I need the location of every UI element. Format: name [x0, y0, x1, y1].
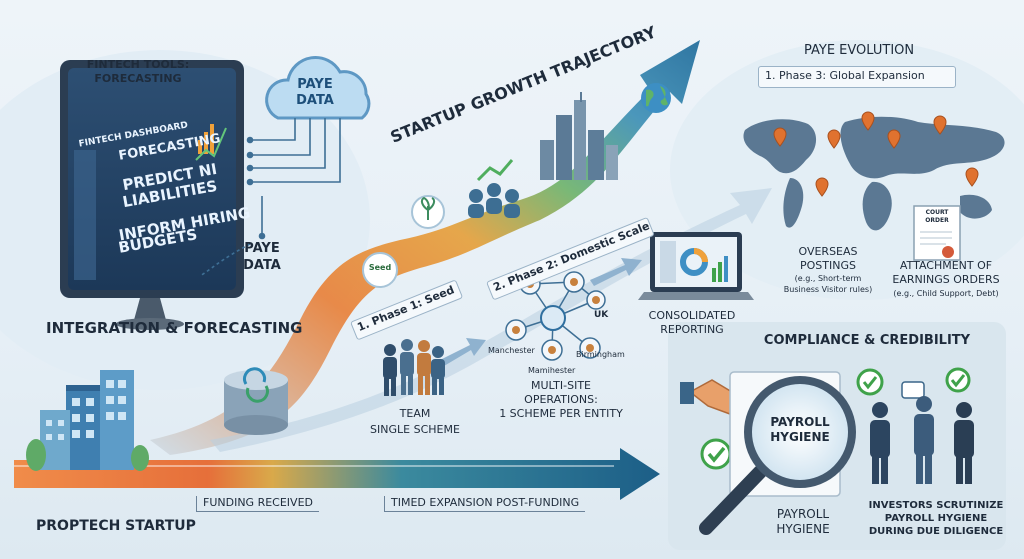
phase3-label-box: 1. Phase 3: Global Expansion	[758, 66, 956, 88]
paye-evolution-title: PAYE EVOLUTION	[804, 43, 915, 58]
multisite-line3: 1 SCHEME PER ENTITY	[499, 407, 623, 420]
fintech-tools-subtitle: FORECASTING	[94, 72, 182, 85]
paye-data-label-line2: DATA	[243, 258, 281, 273]
seed-badge-label: Seed	[368, 263, 392, 272]
phase3-label: 1. Phase 3: Global Expansion	[765, 69, 925, 82]
consolidated-line1: CONSOLIDATED	[648, 309, 736, 322]
payroll-hygiene-line2: HYGIENE	[776, 522, 830, 536]
court-order-line1: COURT	[925, 209, 949, 216]
site-manchester-label: Manchester	[488, 346, 535, 355]
city-skyline-icon	[540, 92, 618, 180]
multisite-line1: MULTI-SITE	[531, 379, 591, 392]
single-scheme-label: SINGLE SCHEME	[370, 423, 460, 436]
multisite-line2: OPERATIONS:	[524, 393, 598, 406]
reporting-laptop-icon	[638, 232, 754, 300]
world-map-icon	[743, 116, 1005, 231]
phase1-arrow	[440, 338, 486, 366]
multisite-network-diagram	[505, 271, 606, 361]
seed-badge-circle	[362, 252, 398, 288]
phase2-arrow	[590, 258, 642, 286]
timed-expansion-label: TIMED EXPANSION POST-FUNDING	[384, 496, 586, 512]
earnings-note: (e.g., Child Support, Debt)	[893, 289, 999, 298]
funding-timeline-bar	[14, 448, 660, 500]
map-location-pins	[773, 111, 979, 197]
court-order-document-icon	[913, 205, 961, 261]
court-order-line2: ORDER	[925, 217, 949, 224]
overseas-line1: OVERSEAS	[798, 245, 858, 258]
cloud-paye-label: PAYE	[297, 77, 333, 92]
investors-line1: INVESTORS SCRUTINIZE	[868, 500, 1004, 511]
proptech-building-icon	[26, 370, 149, 471]
consolidated-line2: REPORTING	[660, 323, 724, 336]
lens-payroll-text: PAYROLL	[770, 415, 830, 429]
team-people-icon	[383, 339, 445, 396]
investors-line3: DURING DUE DILIGENCE	[868, 526, 1004, 537]
site-uk-label: UK	[594, 310, 609, 320]
compliance-title: COMPLIANCE & CREDIBILITY	[763, 333, 971, 348]
paye-data-cloud-icon	[265, 55, 371, 120]
fintech-tools-title: FINTECH TOOLS:	[86, 58, 190, 71]
earnings-line1: ATTACHMENT OF	[899, 259, 993, 272]
investors-people-icon	[870, 396, 974, 484]
overseas-note-line1: (e.g., Short-term	[794, 274, 862, 283]
overseas-line2: POSTINGS	[800, 259, 856, 272]
investors-line2: PAYROLL HYGIENE	[884, 513, 988, 524]
site-birmingham-label: Birmingham	[576, 350, 625, 359]
fintech-monitor-icon	[60, 60, 244, 330]
payroll-hygiene-line1: PAYROLL	[776, 507, 830, 521]
paye-data-label-line1: PAYE	[244, 241, 280, 256]
data-connector-lines	[199, 118, 341, 277]
growth-trajectory-arrow	[150, 40, 700, 455]
funding-received-label: FUNDING RECEIVED	[196, 496, 319, 512]
team-label: TEAM	[399, 407, 431, 420]
lens-hygiene-text: HYGIENE	[770, 430, 830, 444]
cloud-data-label: DATA	[296, 93, 334, 108]
earnings-line2: EARNINGS ORDERS	[892, 273, 1000, 286]
overseas-note-line2: Business Visitor rules)	[783, 285, 873, 294]
team-growth-icon	[468, 159, 520, 218]
check-circle-icons	[700, 367, 971, 470]
proptech-startup-label: PROPTECH STARTUP	[36, 518, 196, 534]
site-manchester-variant-label: Mamihester	[528, 366, 576, 375]
magnifying-glass-icon	[699, 376, 856, 535]
database-cylinder-icon	[224, 367, 288, 435]
integration-forecasting-label: INTEGRATION & FORECASTING	[46, 319, 303, 337]
globe-icon	[641, 83, 671, 113]
